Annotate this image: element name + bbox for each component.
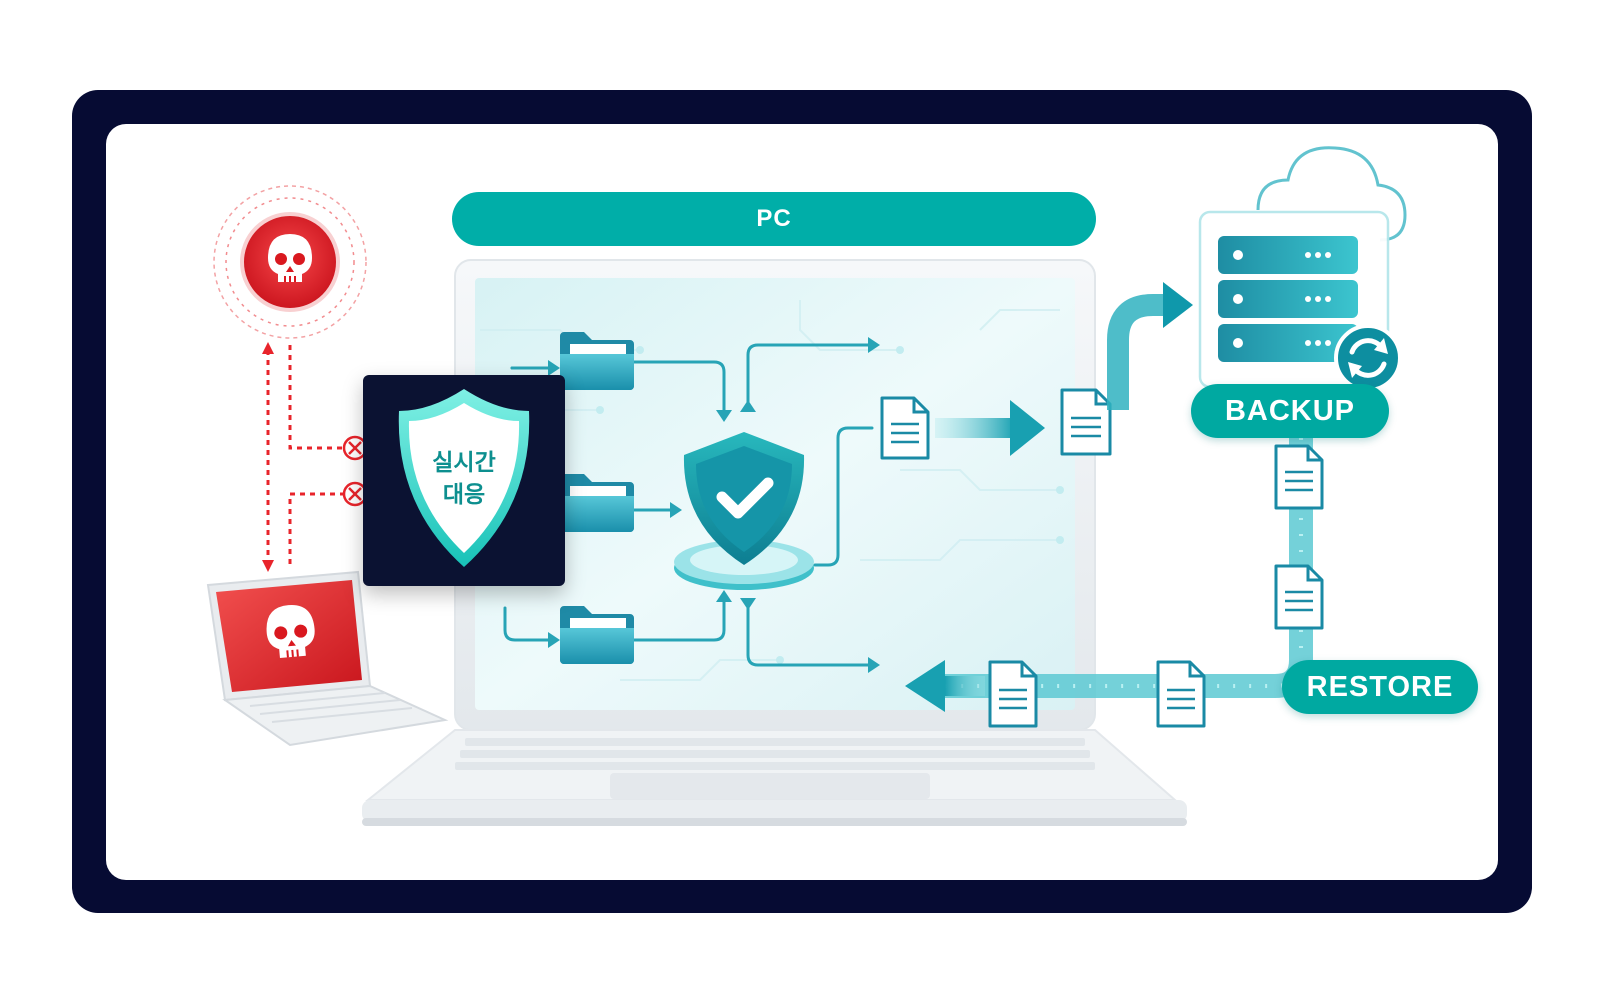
realtime-response-text: 실시간 대응 [363, 447, 565, 511]
skull-icon [268, 234, 312, 282]
cloud-icon [1256, 146, 1407, 242]
sync-icon [1334, 324, 1402, 392]
realtime-response-line2: 대응 [442, 482, 486, 508]
folder-icon [560, 474, 634, 532]
pc-label: PC [452, 192, 1096, 246]
document-icon [1156, 660, 1206, 728]
realtime-response-line1: 실시간 [432, 450, 496, 476]
attack-paths [266, 345, 345, 565]
arrow-heads [548, 337, 880, 673]
document-icon [1274, 564, 1324, 630]
document-icon [1274, 444, 1324, 510]
transfer-arrow-right [935, 400, 1045, 456]
restore-label: RESTORE [1282, 660, 1478, 714]
folder-icon [560, 332, 634, 390]
document-icon [988, 660, 1038, 728]
document-icon [1060, 388, 1112, 456]
skull-icon [266, 605, 315, 659]
realtime-response-card: 실시간 대응 [363, 375, 565, 586]
folder-icon [560, 606, 634, 664]
x-circle-icon [342, 435, 368, 461]
shield-icon [398, 389, 530, 567]
shield-check-icon [674, 432, 814, 590]
upload-arrow [1107, 282, 1193, 410]
document-icon [880, 396, 930, 460]
infected-laptop [206, 570, 449, 747]
backup-label: BACKUP [1191, 384, 1389, 438]
